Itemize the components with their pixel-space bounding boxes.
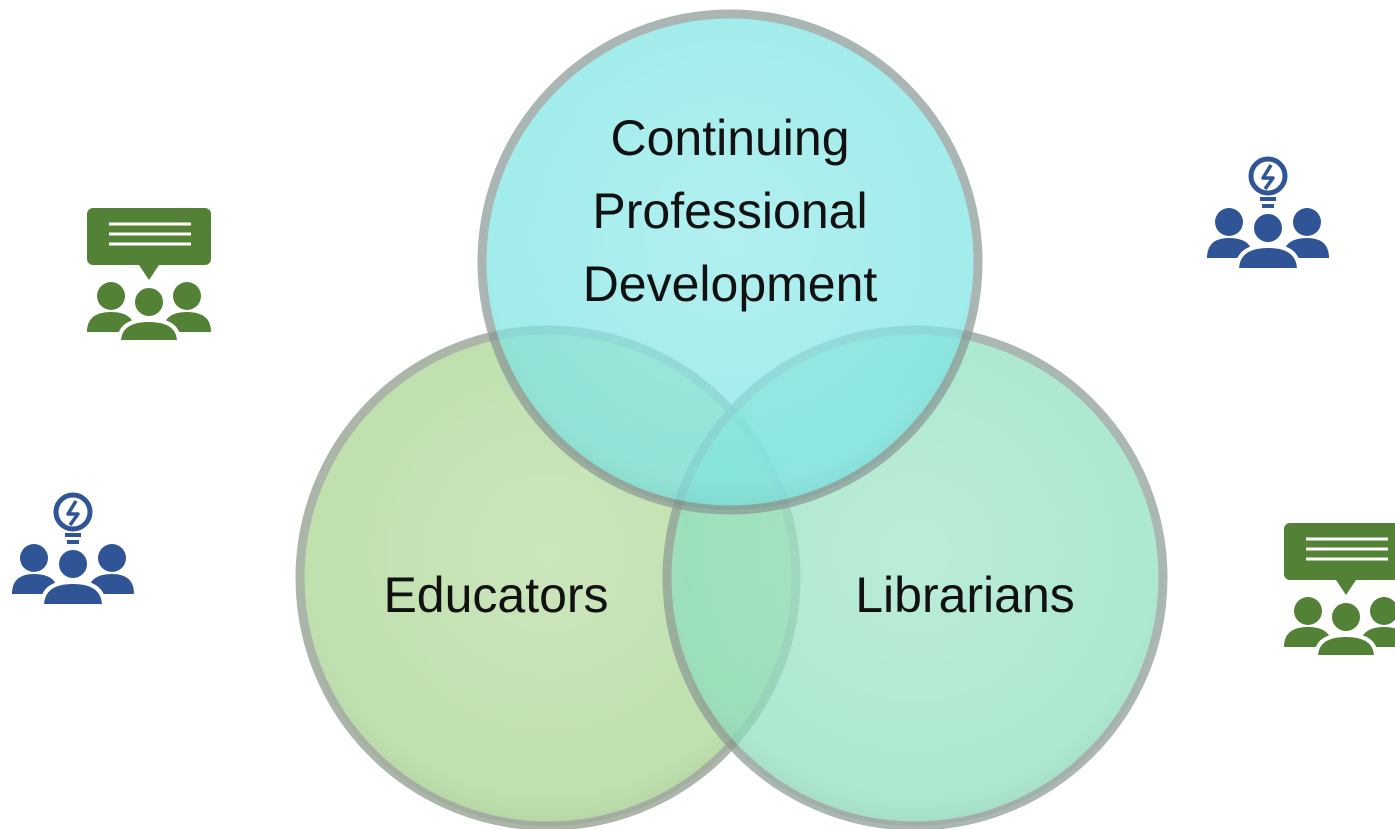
cpd-label-line-2: Professional — [592, 183, 867, 239]
cpd-label-line-3: Development — [583, 256, 878, 312]
group-idea-icon — [1207, 156, 1329, 272]
educators-label: Educators — [383, 567, 608, 623]
circle-continuing-professional-development — [477, 9, 983, 515]
cpd-label-line-1: Continuing — [610, 110, 849, 166]
venn-circles — [295, 9, 1168, 829]
librarians-label: Librarians — [855, 567, 1075, 623]
group-discussion-icon — [1284, 523, 1395, 659]
group-discussion-icon — [87, 208, 211, 344]
group-idea-icon — [12, 492, 134, 608]
